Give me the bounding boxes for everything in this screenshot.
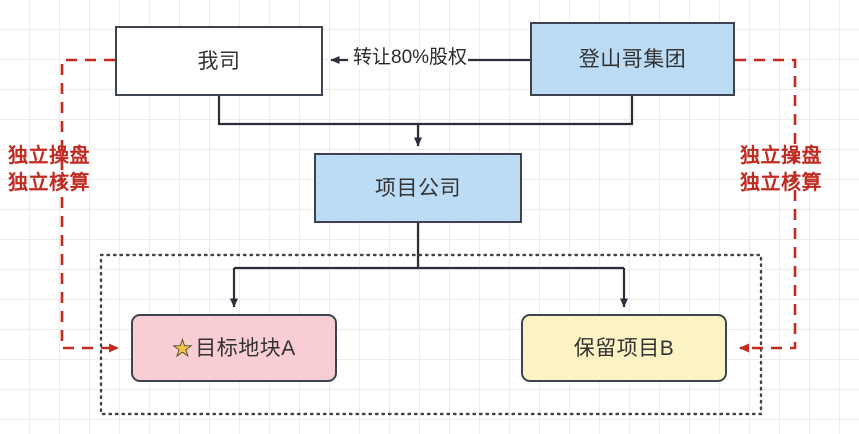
node-kept-project-b[interactable]: 保留项目B [521, 314, 727, 382]
node-kept-project-b-label: 保留项目B [573, 336, 675, 360]
note-right: 独立操盘 独立核算 [740, 143, 822, 197]
note-left-line-2: 独立核算 [8, 172, 90, 194]
node-target-plot-a-label: 目标地块A [195, 336, 296, 360]
node-project-company-label: 项目公司 [375, 176, 461, 200]
edge-project-split [230, 223, 628, 308]
edge-to-project-company [217, 96, 634, 147]
node-group-label: 登山哥集团 [578, 47, 687, 71]
star-icon: ★ [172, 334, 194, 361]
node-group[interactable]: 登山哥集团 [530, 22, 735, 96]
node-wosi-label: 我司 [197, 49, 241, 73]
note-left: 独立操盘 独立核算 [8, 143, 90, 197]
edge-label-transfer-equity: 转让80%股权 [352, 47, 469, 70]
note-right-line-1: 独立操盘 [740, 145, 822, 167]
edge-note-left-link [60, 58, 119, 353]
node-wosi[interactable]: 我司 [115, 26, 323, 96]
node-target-plot-a[interactable]: ★ 目标地块A [131, 314, 337, 382]
edge-note-right-link [735, 58, 797, 353]
node-project-company[interactable]: 项目公司 [314, 153, 522, 223]
note-right-line-2: 独立核算 [740, 172, 822, 194]
note-left-line-1: 独立操盘 [8, 145, 90, 167]
